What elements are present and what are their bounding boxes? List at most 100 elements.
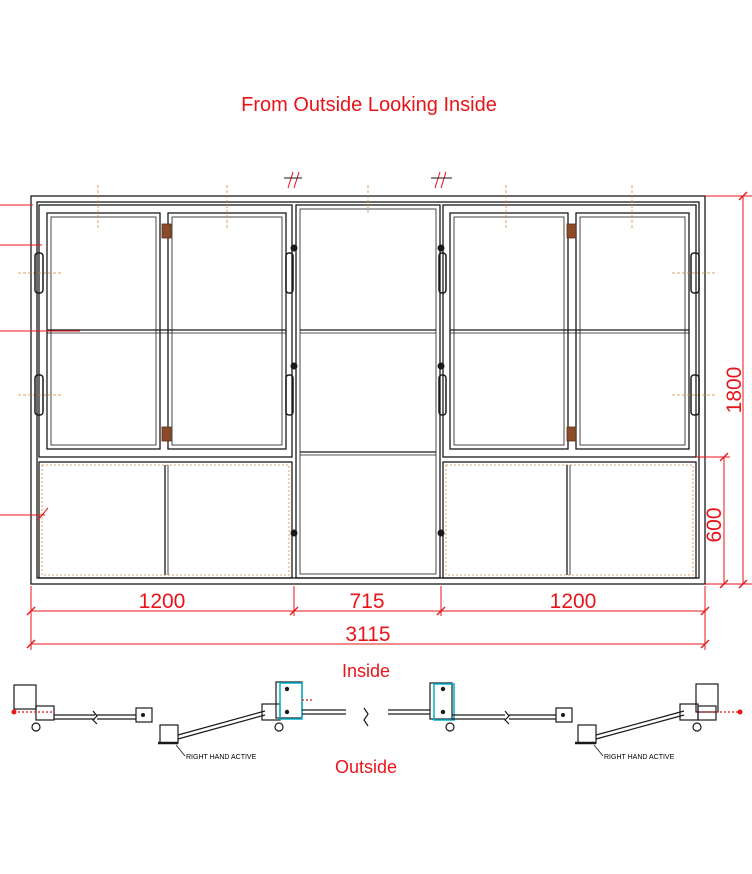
inner-frame — [36, 201, 700, 579]
outer-frame — [30, 195, 706, 585]
dim-lower-height: 600 — [703, 507, 726, 542]
outside-label: Outside — [335, 757, 397, 777]
pivot-dot-icon — [290, 362, 298, 370]
handle-icon — [438, 252, 447, 294]
tick — [719, 452, 729, 462]
plan-block — [577, 724, 597, 744]
drawing-title: From Outside Looking Inside — [241, 94, 497, 116]
plan-open-leaf — [595, 710, 685, 736]
middle-section — [295, 204, 441, 579]
right-lower-dash — [445, 464, 694, 576]
leader-tick — [37, 507, 49, 521]
plan-highlight — [433, 683, 455, 721]
plan-open-leaf — [595, 714, 685, 740]
handle-icon — [690, 252, 700, 294]
left-door-2 — [167, 212, 287, 450]
pivot-dot-icon — [290, 244, 298, 252]
left-lower-panel — [38, 461, 293, 579]
dim-total-height: 1800 — [723, 367, 746, 414]
plan-pivot-icon — [445, 722, 455, 732]
plan-dot — [284, 686, 290, 692]
plan-right-open — [575, 683, 743, 757]
plan-pivot-icon — [274, 722, 284, 732]
label-leader — [175, 744, 186, 757]
break-icon — [363, 707, 369, 727]
dim-ticks-v — [719, 191, 748, 589]
break-icon — [504, 710, 510, 725]
break-icon — [92, 710, 98, 725]
plan-jamb-2 — [35, 705, 55, 721]
plan-dot — [561, 713, 565, 717]
plan-pivot-icon — [692, 722, 702, 732]
handing-label-right: RIGHT HAND ACTIVE — [604, 754, 675, 761]
plan-jamb — [695, 683, 719, 713]
left-section — [38, 204, 293, 579]
plan-frame — [429, 682, 453, 720]
hinge-icon — [566, 426, 577, 442]
label-leader — [593, 744, 604, 757]
plan-dot — [141, 713, 145, 717]
plan-keep — [555, 707, 573, 723]
cut-mark — [287, 171, 294, 189]
plan-keep — [135, 707, 153, 723]
elevation — [0, 171, 716, 585]
cut-mark — [440, 171, 447, 189]
handle-icon — [34, 252, 44, 294]
right-lower-panel — [442, 461, 697, 579]
handles — [34, 252, 700, 416]
tick — [436, 606, 446, 616]
tick — [738, 191, 748, 201]
pivot-dot-icon — [437, 362, 445, 370]
hinge-icon — [161, 426, 172, 442]
cut-mark — [293, 171, 300, 189]
pivot-dot-icon — [290, 529, 298, 537]
plan-left-open — [158, 681, 346, 757]
left-door-2-glass — [171, 216, 283, 446]
tick — [26, 639, 36, 649]
plan-block — [679, 703, 699, 721]
plan-pivot-icon — [31, 722, 41, 732]
hinges — [161, 223, 577, 442]
dim-middle-width: 715 — [349, 590, 384, 613]
plan-open-leaf — [177, 710, 266, 736]
tick — [289, 606, 299, 616]
cut-mark — [434, 171, 441, 189]
tick — [700, 606, 710, 616]
plan-open-leaf — [177, 714, 266, 740]
pivots — [290, 244, 445, 537]
dim-total-width: 3115 — [345, 623, 390, 646]
plan-dot — [11, 709, 17, 715]
plan-dot — [737, 709, 743, 715]
plan-block — [159, 724, 179, 744]
hinge-icon — [161, 223, 172, 239]
handle-icon — [690, 374, 700, 416]
pivot-dot-icon — [437, 529, 445, 537]
plan-dot — [440, 686, 446, 692]
handle-icon — [34, 374, 44, 416]
right-door-1 — [449, 212, 569, 450]
dim-ticks — [26, 606, 710, 649]
inside-label: Inside — [342, 661, 390, 681]
tick — [738, 579, 748, 589]
plan-right — [388, 682, 573, 732]
plan-left — [11, 684, 153, 732]
tick — [719, 579, 729, 589]
plan-highlight — [279, 682, 303, 720]
right-door-2-glass — [579, 216, 686, 446]
section-marks — [284, 171, 452, 189]
middle-door — [295, 204, 441, 579]
handing-label-left: RIGHT HAND ACTIVE — [186, 754, 257, 761]
plan-jamb-2 — [697, 705, 717, 721]
hinge-icon — [566, 223, 577, 239]
plan-jamb — [13, 684, 37, 710]
handle-icon — [438, 374, 447, 416]
plan-view — [11, 681, 743, 757]
centerlines — [18, 185, 716, 396]
right-door-2 — [575, 212, 690, 450]
leader-lines — [0, 204, 80, 521]
dim-left-width: 1200 — [139, 590, 186, 613]
tick — [26, 606, 36, 616]
handle-icon — [285, 252, 294, 294]
right-section — [442, 204, 697, 579]
